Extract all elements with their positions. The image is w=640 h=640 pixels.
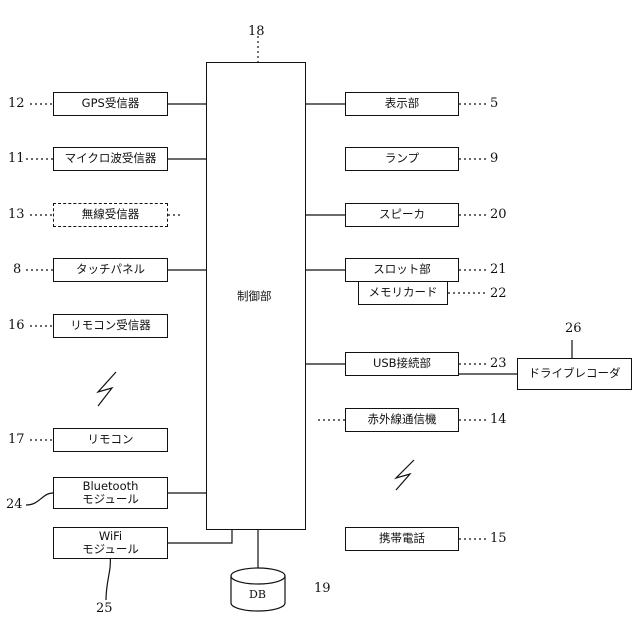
gps-receiver-label: GPS受信器 <box>82 97 140 110</box>
slot-label: スロット部 <box>373 263 431 276</box>
slot-block: スロット部 <box>345 258 459 282</box>
database-ref: 19 <box>314 582 331 595</box>
drive-recorder-block: ドライブレコーダ <box>517 358 632 390</box>
speaker-ref: 20 <box>490 208 507 221</box>
display-ref: 5 <box>490 97 498 110</box>
wifi-module-block: WiFi モジュール <box>53 527 168 559</box>
usb-connector-ref: 23 <box>490 357 507 370</box>
display-label: 表示部 <box>385 97 420 110</box>
infrared-communicator-ref: 14 <box>490 413 507 426</box>
lamp-ref: 9 <box>490 152 498 165</box>
speaker-block: スピーカ <box>345 203 459 227</box>
wireless-receiver-block: 無線受信器 <box>53 203 168 227</box>
remote-receiver-label: リモコン受信器 <box>70 319 151 332</box>
bluetooth-module-sublabel: モジュール <box>82 493 139 506</box>
memory-card-ref: 22 <box>490 287 507 300</box>
wifi-module-ref: 25 <box>96 602 113 615</box>
speaker-label: スピーカ <box>379 208 425 221</box>
controller-ref: 18 <box>248 25 265 38</box>
controller-label: 制御部 <box>237 288 272 304</box>
touch-panel-label: タッチパネル <box>76 263 145 276</box>
wireless-receiver-ref: 13 <box>8 208 25 221</box>
wireless-receiver-label: 無線受信器 <box>82 208 140 221</box>
slot-ref: 21 <box>490 263 507 276</box>
touch-panel-ref: 8 <box>13 263 21 276</box>
usb-connector-block: USB接続部 <box>345 352 459 376</box>
remote-control-label: リモコン <box>88 433 134 446</box>
remote-control-ref: 17 <box>8 433 25 446</box>
infrared-communicator-block: 赤外線通信機 <box>345 408 459 432</box>
mobile-phone-label: 携帯電話 <box>379 532 425 545</box>
gps-receiver-ref: 12 <box>8 97 25 110</box>
database-label: DB <box>249 588 266 601</box>
remote-receiver-block: リモコン受信器 <box>53 314 168 338</box>
mobile-phone-block: 携帯電話 <box>345 527 459 551</box>
touch-panel-block: タッチパネル <box>53 258 168 282</box>
microwave-receiver-ref: 11 <box>8 152 25 165</box>
gps-receiver-block: GPS受信器 <box>53 92 168 116</box>
drive-recorder-label: ドライブレコーダ <box>529 367 621 380</box>
display-block: 表示部 <box>345 92 459 116</box>
remote-control-block: リモコン <box>53 428 168 452</box>
memory-card-block: メモリカード <box>358 281 448 305</box>
microwave-receiver-block: マイクロ波受信器 <box>53 147 168 171</box>
mobile-phone-ref: 15 <box>490 532 507 545</box>
drive-recorder-ref: 26 <box>565 322 582 335</box>
microwave-receiver-label: マイクロ波受信器 <box>65 152 157 165</box>
bluetooth-module-block: Bluetooth モジュール <box>53 477 168 509</box>
bluetooth-module-ref: 24 <box>6 498 23 511</box>
lamp-block: ランプ <box>345 147 459 171</box>
usb-connector-label: USB接続部 <box>373 357 431 370</box>
remote-receiver-ref: 16 <box>8 319 25 332</box>
memory-card-label: メモリカード <box>369 286 438 299</box>
lamp-label: ランプ <box>385 152 419 165</box>
wifi-module-sublabel: モジュール <box>82 543 139 556</box>
infrared-communicator-label: 赤外線通信機 <box>368 413 437 426</box>
